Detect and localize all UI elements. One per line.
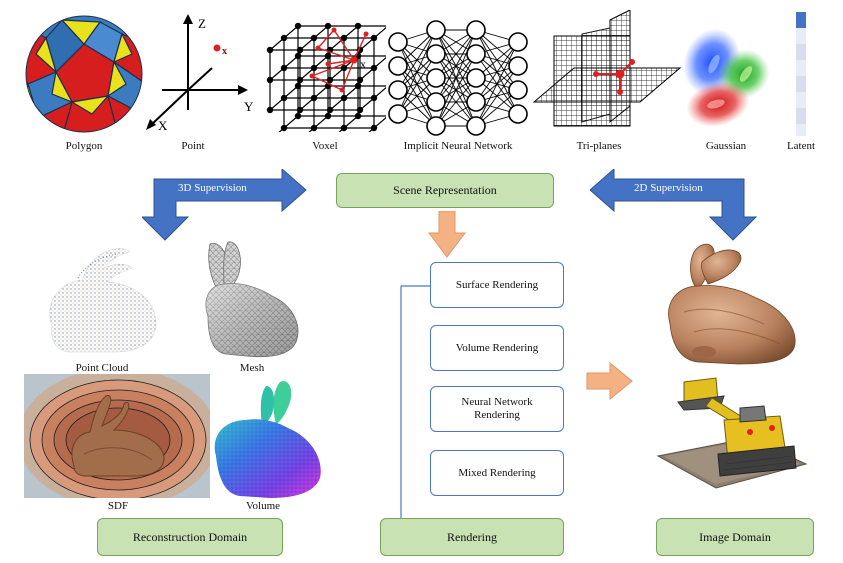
z-axis-label: Z — [198, 16, 206, 31]
2d-supervision-label: 2D Supervision — [634, 182, 703, 194]
point-x-label: x — [222, 46, 227, 57]
mesh-label: Mesh — [239, 362, 265, 374]
voxel-illustration: x — [266, 22, 386, 132]
neural-rendering-line2: Rendering — [474, 409, 520, 421]
x-axis-label: X — [158, 118, 168, 133]
3d-supervision-label: 3D Supervision — [178, 182, 247, 194]
3d-supervision-arrow — [142, 169, 307, 241]
point-label: Point — [181, 140, 205, 152]
triplanes-label: Tri-planes — [576, 140, 622, 152]
latent-vector — [796, 12, 806, 136]
latent-label: Latent — [786, 140, 816, 152]
triplanes-illustration — [532, 10, 682, 127]
mesh-bunny — [205, 241, 299, 358]
point-cloud-bunny — [49, 248, 157, 353]
volume-label: Volume — [245, 500, 281, 512]
point-axes-illustration: Z Y X x — [146, 14, 254, 133]
rendering-box: Rendering — [380, 518, 564, 556]
surface-rendering-box: Surface Rendering — [430, 262, 564, 308]
right-arrow — [586, 362, 633, 400]
scene-representation-box: Scene Representation — [336, 173, 554, 208]
sdf-label: SDF — [107, 500, 129, 512]
down-arrow — [428, 211, 466, 258]
2d-supervision-arrow — [590, 169, 758, 241]
mixed-rendering-box: Mixed Rendering — [430, 450, 564, 496]
neural-rendering-line1: Neural Network — [461, 396, 533, 408]
sdf-image — [24, 374, 210, 498]
rendering-bracket — [400, 285, 432, 518]
gaussian-label: Gaussian — [705, 140, 747, 152]
y-axis-label: Y — [244, 99, 254, 114]
neural-network-rendering-box: Neural Network Rendering — [430, 386, 564, 432]
gaussian-illustration — [683, 28, 770, 127]
lego-excavator — [656, 377, 808, 489]
voxel-label: Voxel — [312, 140, 338, 152]
rendered-bunny — [668, 243, 796, 365]
point-cloud-label: Point Cloud — [75, 362, 129, 374]
reconstruction-domain-box: Reconstruction Domain — [97, 518, 283, 556]
volume-rendering-box: Volume Rendering — [430, 325, 564, 371]
polygon-illustration — [25, 15, 143, 133]
voxel-x-label: x — [360, 57, 366, 71]
image-domain-box: Image Domain — [656, 518, 814, 556]
implicit-nn-illustration — [388, 20, 528, 136]
volume-bunny — [214, 381, 321, 498]
implicit-nn-label: Implicit Neural Network — [403, 140, 513, 152]
polygon-label: Polygon — [65, 140, 103, 152]
